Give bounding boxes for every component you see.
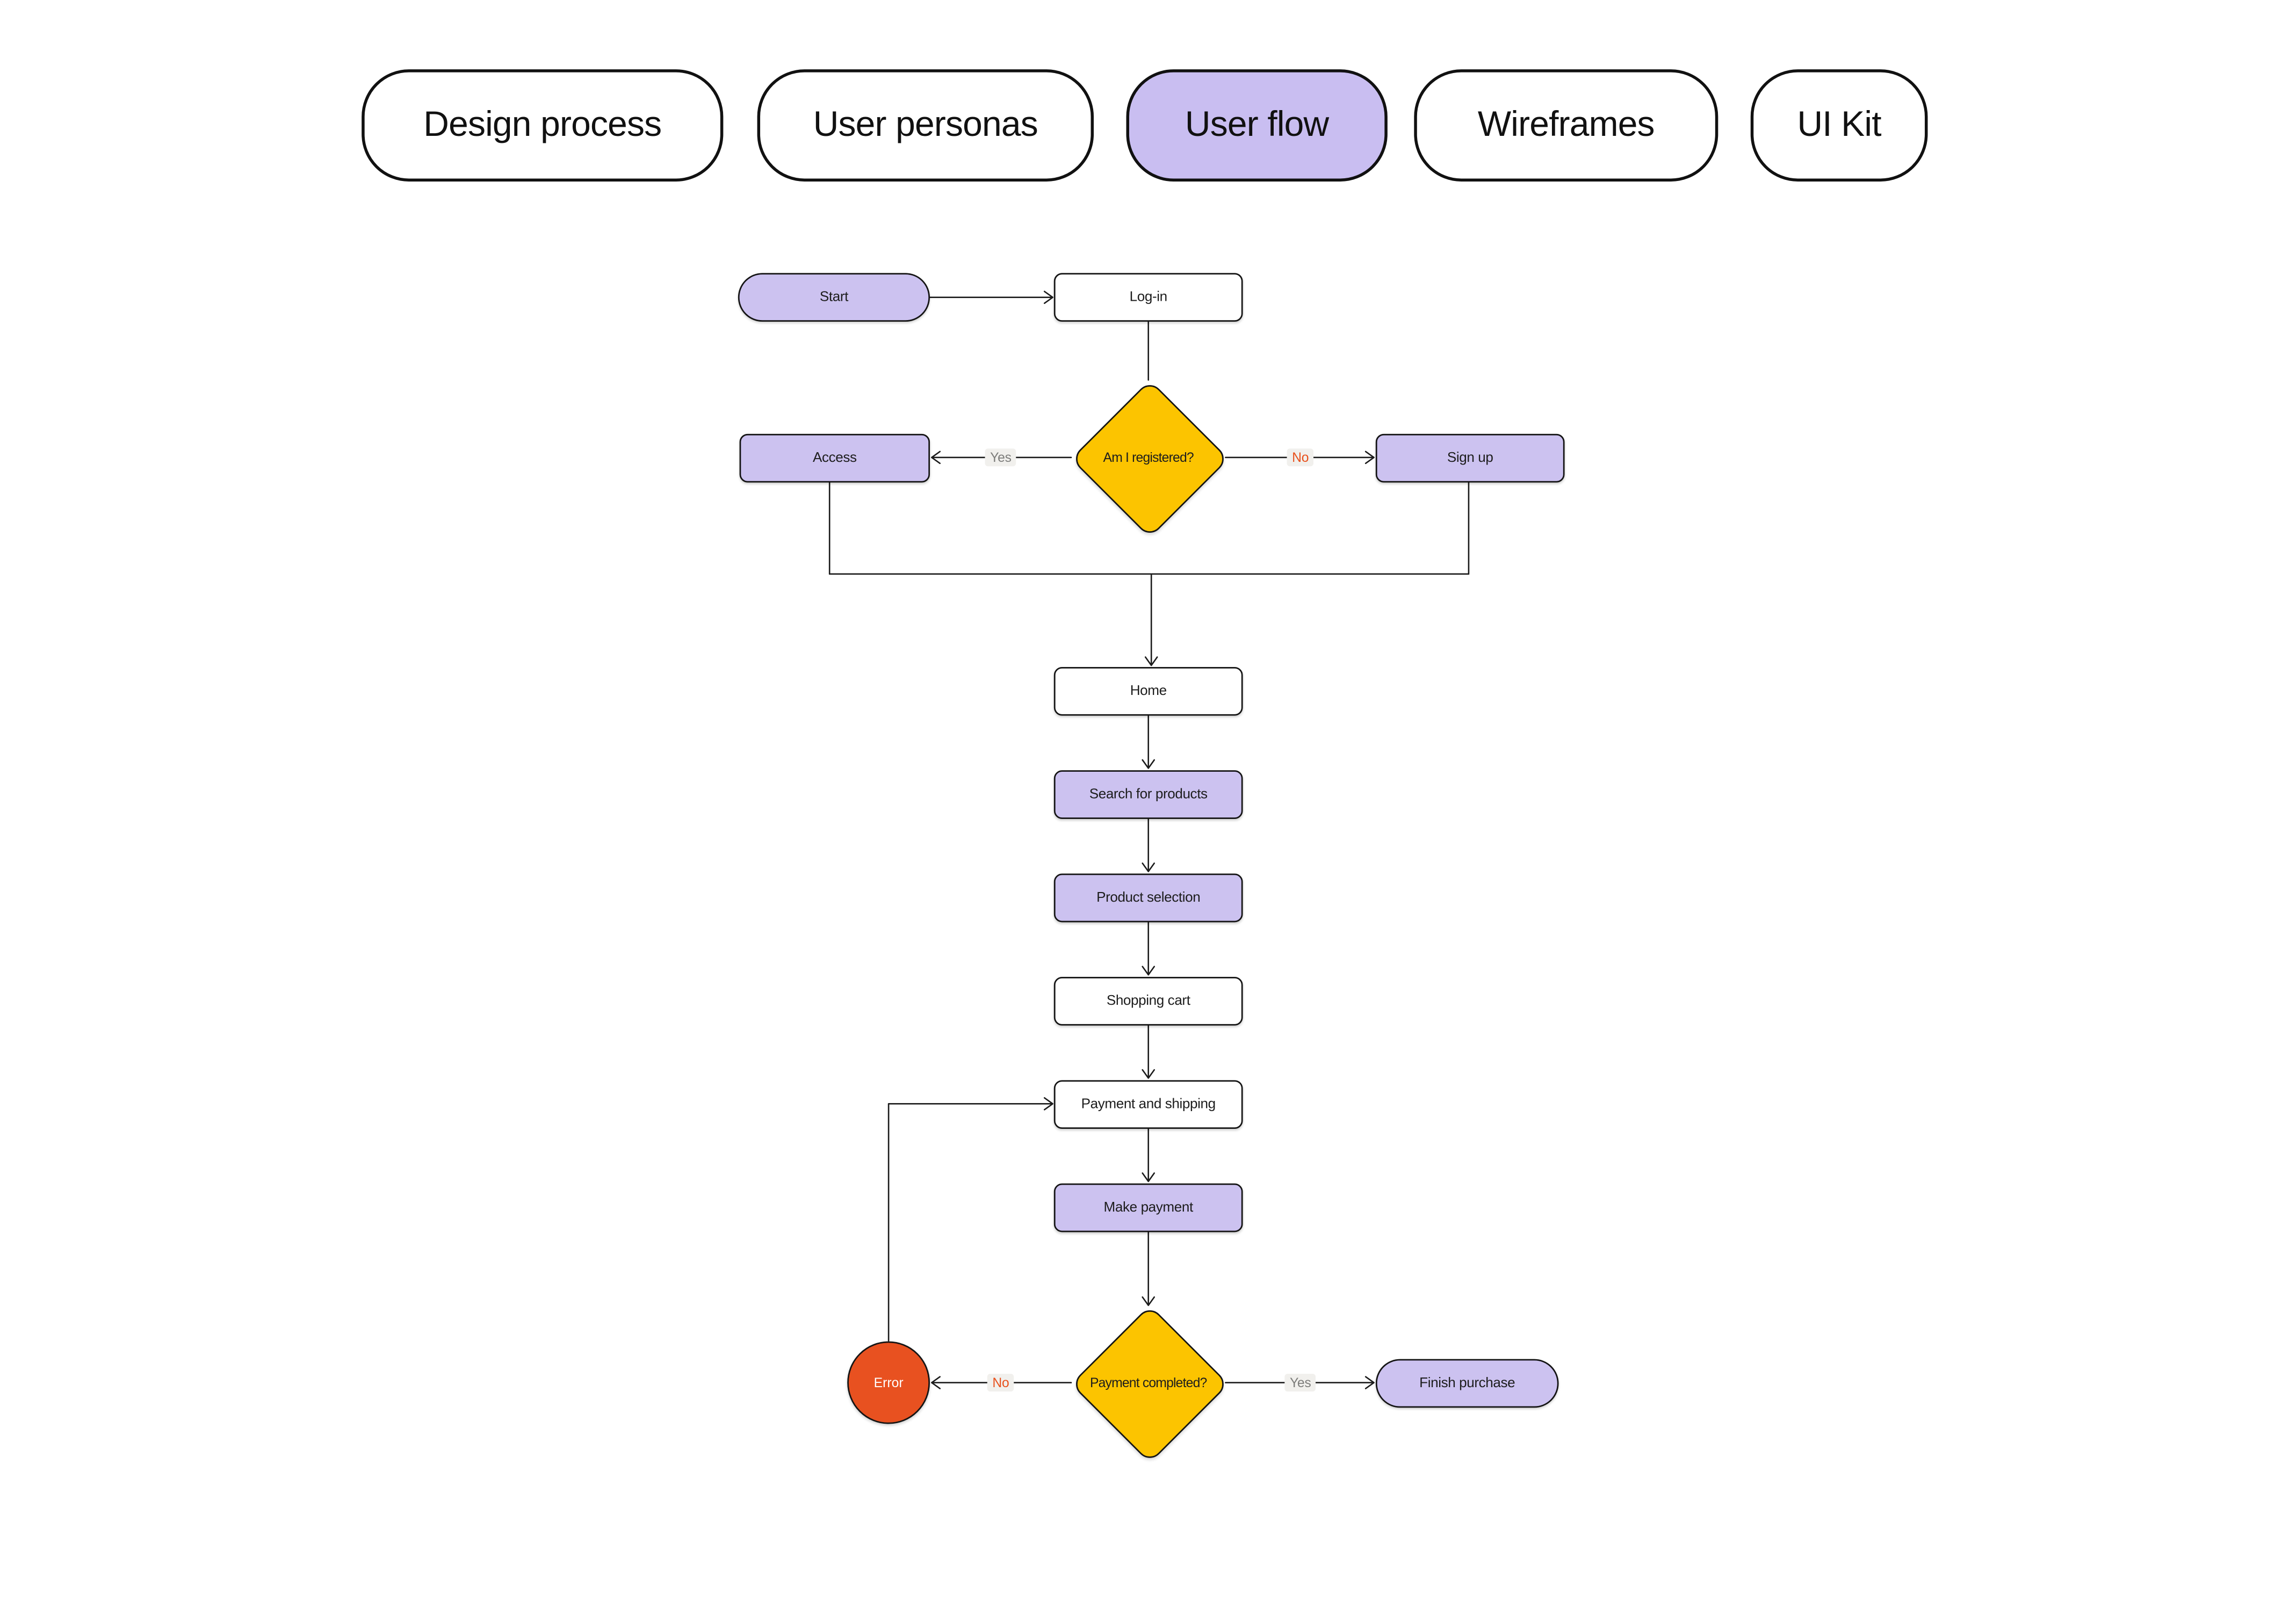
node-product-selection[interactable]: Product selection bbox=[1053, 873, 1243, 922]
tab-label: User personas bbox=[813, 105, 1038, 145]
tab-label: Design process bbox=[423, 105, 662, 145]
node-label: Error bbox=[873, 1375, 904, 1390]
node-label: Finish purchase bbox=[1419, 1374, 1515, 1391]
node-home[interactable]: Home bbox=[1053, 666, 1243, 716]
tab-design-process[interactable]: Design process bbox=[362, 69, 724, 182]
edge-label-payment-no: No bbox=[987, 1374, 1015, 1392]
node-search-for-products[interactable]: Search for products bbox=[1053, 769, 1243, 818]
node-label: Access bbox=[812, 449, 857, 466]
node-error[interactable]: Error bbox=[847, 1341, 930, 1424]
node-label: Start bbox=[819, 289, 848, 306]
node-label: Search for products bbox=[1089, 786, 1208, 802]
edge-label-registered-yes: Yes bbox=[985, 448, 1017, 467]
node-make-payment[interactable]: Make payment bbox=[1053, 1183, 1243, 1231]
node-label: Home bbox=[1130, 683, 1167, 700]
tab-ui-kit[interactable]: UI Kit bbox=[1750, 69, 1928, 182]
node-access[interactable]: Access bbox=[739, 433, 930, 482]
node-label: Am I registered? bbox=[1103, 450, 1194, 465]
node-payment-and-shipping[interactable]: Payment and shipping bbox=[1053, 1079, 1243, 1128]
node-label: Payment and shipping bbox=[1081, 1096, 1216, 1112]
node-label: Make payment bbox=[1103, 1199, 1194, 1215]
node-login[interactable]: Log-in bbox=[1053, 273, 1243, 322]
node-label: Sign up bbox=[1447, 449, 1493, 466]
node-label: Log-in bbox=[1129, 289, 1168, 306]
tab-label: UI Kit bbox=[1797, 105, 1881, 145]
tab-user-personas[interactable]: User personas bbox=[757, 69, 1094, 182]
edge-label-registered-no: No bbox=[1287, 448, 1314, 467]
node-label: Product selection bbox=[1096, 889, 1201, 905]
tab-wireframes[interactable]: Wireframes bbox=[1414, 69, 1718, 182]
tab-user-flow[interactable]: User flow bbox=[1126, 69, 1388, 182]
node-label: Payment completed? bbox=[1089, 1375, 1207, 1390]
tab-label: Wireframes bbox=[1477, 105, 1655, 145]
node-sign-up[interactable]: Sign up bbox=[1375, 433, 1565, 482]
node-shopping-cart[interactable]: Shopping cart bbox=[1053, 976, 1243, 1025]
edge-label-payment-yes: Yes bbox=[1284, 1374, 1317, 1392]
tab-label: User flow bbox=[1185, 105, 1329, 145]
node-start[interactable]: Start bbox=[738, 273, 930, 322]
node-label: Shopping cart bbox=[1106, 992, 1190, 1009]
node-finish-purchase[interactable]: Finish purchase bbox=[1375, 1358, 1559, 1407]
